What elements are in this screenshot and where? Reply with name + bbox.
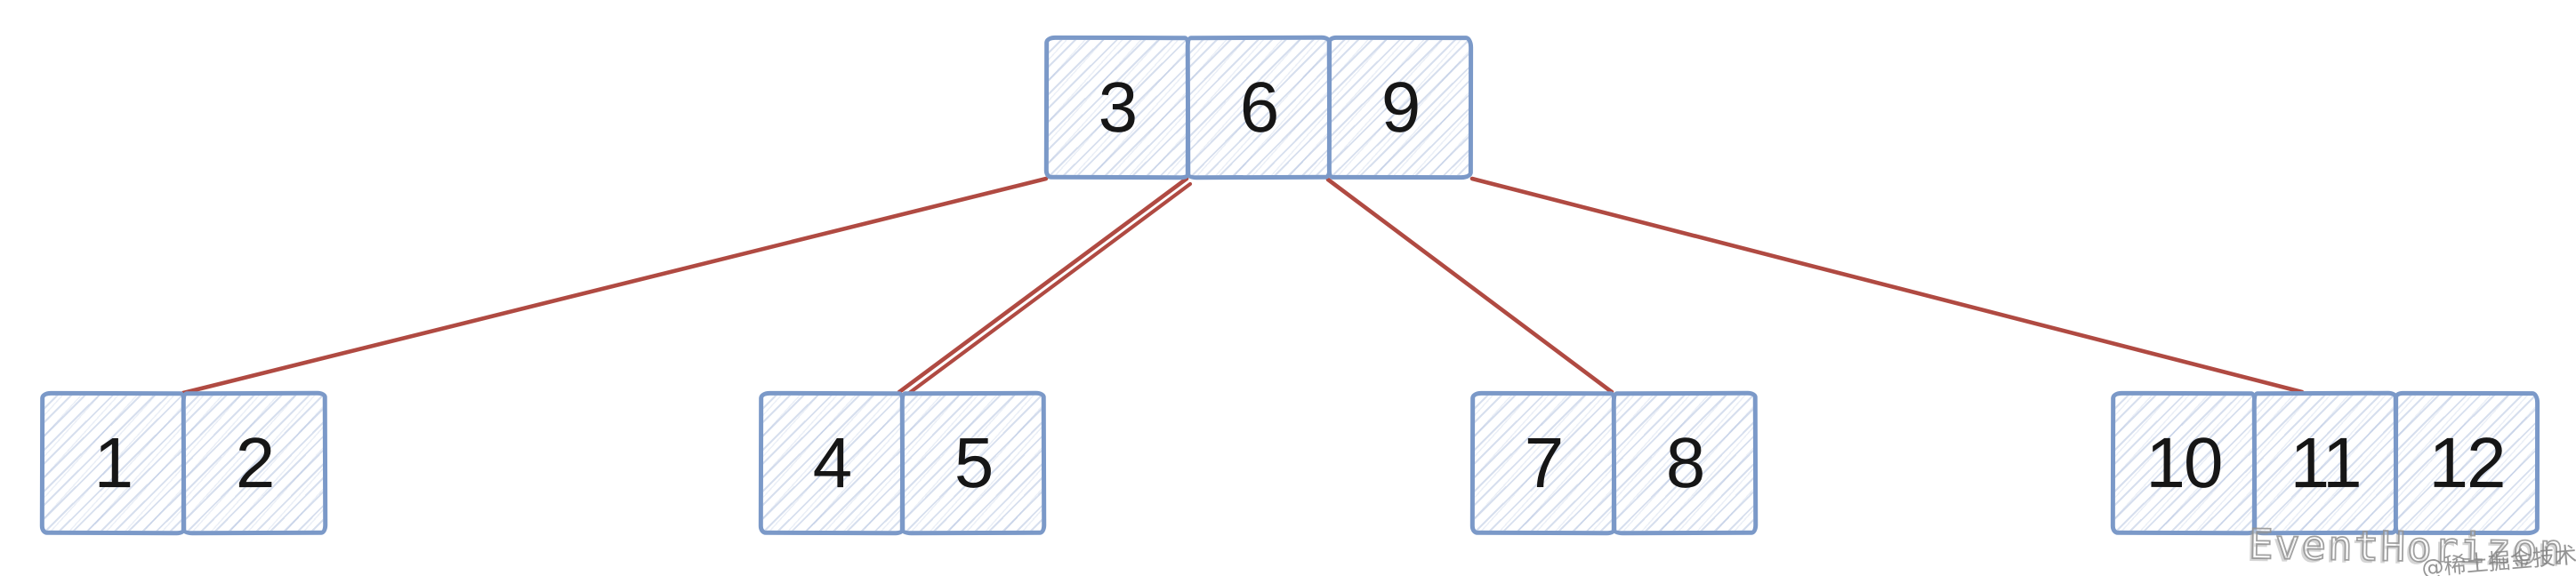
btree-node-leaf-1-key-2: 2	[181, 390, 328, 536]
edge-root-leaf2-stroke-b	[902, 181, 1193, 399]
btree-node-leaf-1-key-1: 1	[39, 390, 187, 536]
btree-node-leaf-4-key-11: 11	[2251, 390, 2399, 536]
btree-node-leaf-3-key-8: 8	[1611, 390, 1759, 536]
btree-node-leaf-2-key-5: 5	[899, 390, 1047, 536]
edge-root-leaf1	[181, 176, 1049, 396]
btree-node-leaf-4-key-10: 10	[2110, 390, 2258, 536]
btree-node-leaf-4-key-12: 12	[2393, 390, 2540, 536]
btree-node-leaf-2-key-4: 4	[758, 390, 906, 536]
edge-root-leaf3	[1325, 177, 1614, 395]
edge-root-leaf4	[1469, 176, 2305, 395]
btree-node-leaf-3-key-7: 7	[1469, 390, 1617, 536]
btree-node-root-key-9: 9	[1326, 35, 1474, 180]
edge-root-leaf2-stroke-a	[897, 176, 1189, 395]
btree-node-root-key-3: 3	[1043, 35, 1191, 180]
btree-node-root-key-6: 6	[1185, 35, 1332, 180]
